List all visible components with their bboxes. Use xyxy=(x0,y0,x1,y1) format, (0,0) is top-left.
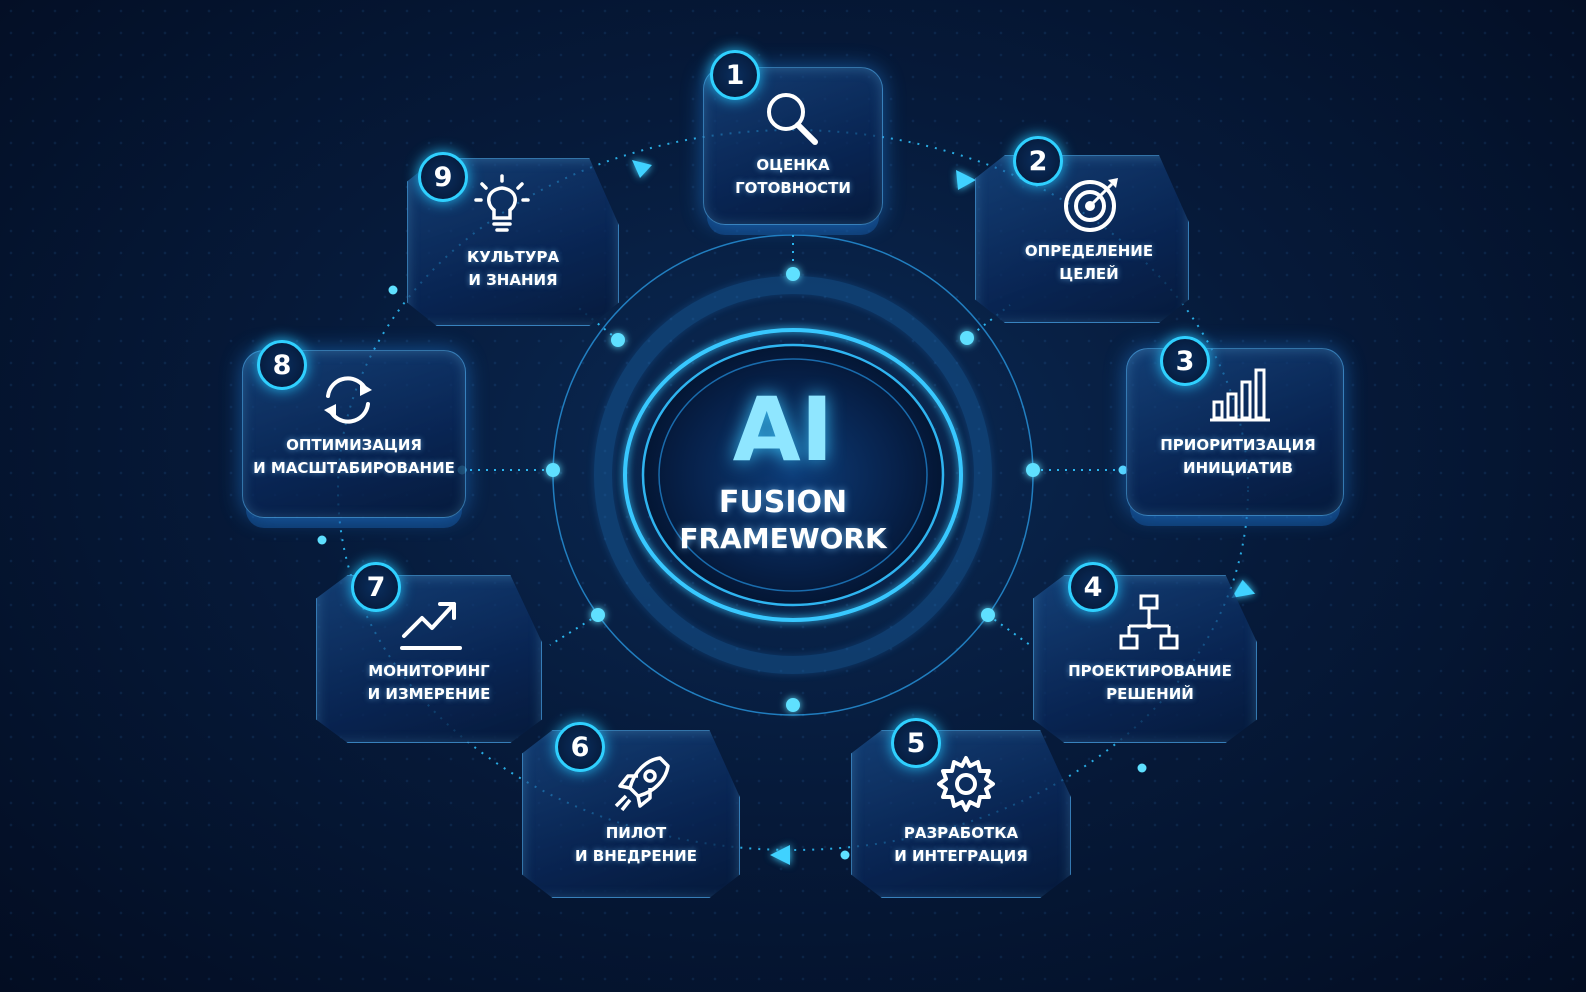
target-icon xyxy=(1060,172,1124,236)
step-card-7 xyxy=(316,575,542,743)
step-badge-8: 8 xyxy=(257,340,307,390)
lightbulb-icon xyxy=(470,172,534,236)
trend-up-icon xyxy=(400,596,464,660)
gear-icon xyxy=(934,752,998,816)
bar-chart-icon xyxy=(1208,362,1272,426)
step-card-5 xyxy=(851,730,1071,898)
step-card-3 xyxy=(1126,348,1344,516)
step-badge-4: 4 xyxy=(1068,562,1118,612)
step-badge-5: 5 xyxy=(891,718,941,768)
flow-arrows xyxy=(632,160,1256,865)
step-badge-1: 1 xyxy=(710,50,760,100)
refresh-icon xyxy=(316,368,380,432)
rocket-icon xyxy=(610,752,674,816)
node-dots xyxy=(546,267,1040,712)
core-disc xyxy=(641,343,945,607)
step-badge-6: 6 xyxy=(555,722,605,772)
step-badge-3: 3 xyxy=(1160,336,1210,386)
step-card-4 xyxy=(1033,575,1257,743)
step-badge-9: 9 xyxy=(418,152,468,202)
step-badge-7: 7 xyxy=(351,562,401,612)
flowchart-icon xyxy=(1117,592,1181,656)
core-halo xyxy=(594,276,992,674)
core-inner-ring xyxy=(658,358,928,592)
center-title-framework: FRAMEWORK xyxy=(679,522,887,555)
center-title-ai: AI xyxy=(732,378,834,481)
core-outer-ring xyxy=(623,328,963,622)
step-badge-2: 2 xyxy=(1013,136,1063,186)
magnifier-icon xyxy=(760,88,824,152)
step-card-1 xyxy=(703,67,883,225)
center-title-fusion: FUSION xyxy=(718,485,848,520)
